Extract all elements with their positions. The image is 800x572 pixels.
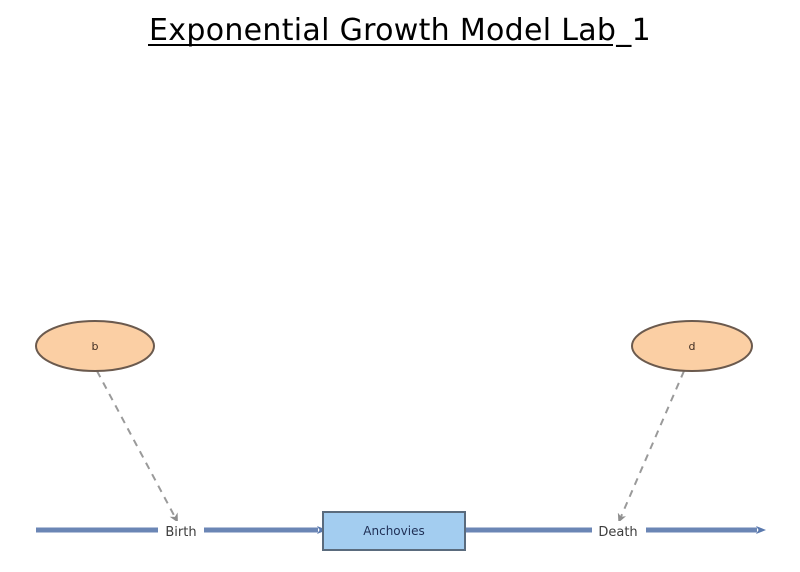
flow-label-death[interactable]: Death (598, 525, 637, 540)
connector-d-to-death-line[interactable] (617, 370, 685, 523)
connector-d-to-death[interactable] (617, 370, 685, 523)
stock-anchovies-label: Anchovies (363, 524, 424, 538)
flow-label-birth[interactable]: Birth (165, 525, 196, 540)
converter-d-label: d (689, 340, 696, 353)
stock-anchovies[interactable]: Anchovies (322, 511, 466, 551)
page-title: Exponential Growth Model Lab_1 (149, 13, 651, 48)
connector-b-to-birth-line[interactable] (96, 370, 178, 523)
converter-d[interactable]: d (631, 320, 753, 372)
flow-label-death-backdrop (592, 521, 646, 539)
converter-b-ellipse[interactable] (35, 320, 155, 372)
flow-label-birth-group[interactable]: Birth (158, 521, 204, 540)
converter-b-label: b (92, 340, 99, 353)
converter-d-ellipse[interactable] (631, 320, 753, 372)
flow-label-death-group[interactable]: Death (592, 521, 646, 540)
page-title-group: Exponential Growth Model Lab_1 (148, 13, 651, 48)
stock-anchovies-box[interactable] (322, 511, 466, 551)
converter-b[interactable]: b (35, 320, 155, 372)
flow-label-birth-backdrop (158, 521, 204, 539)
connector-b-to-birth[interactable] (96, 370, 178, 523)
